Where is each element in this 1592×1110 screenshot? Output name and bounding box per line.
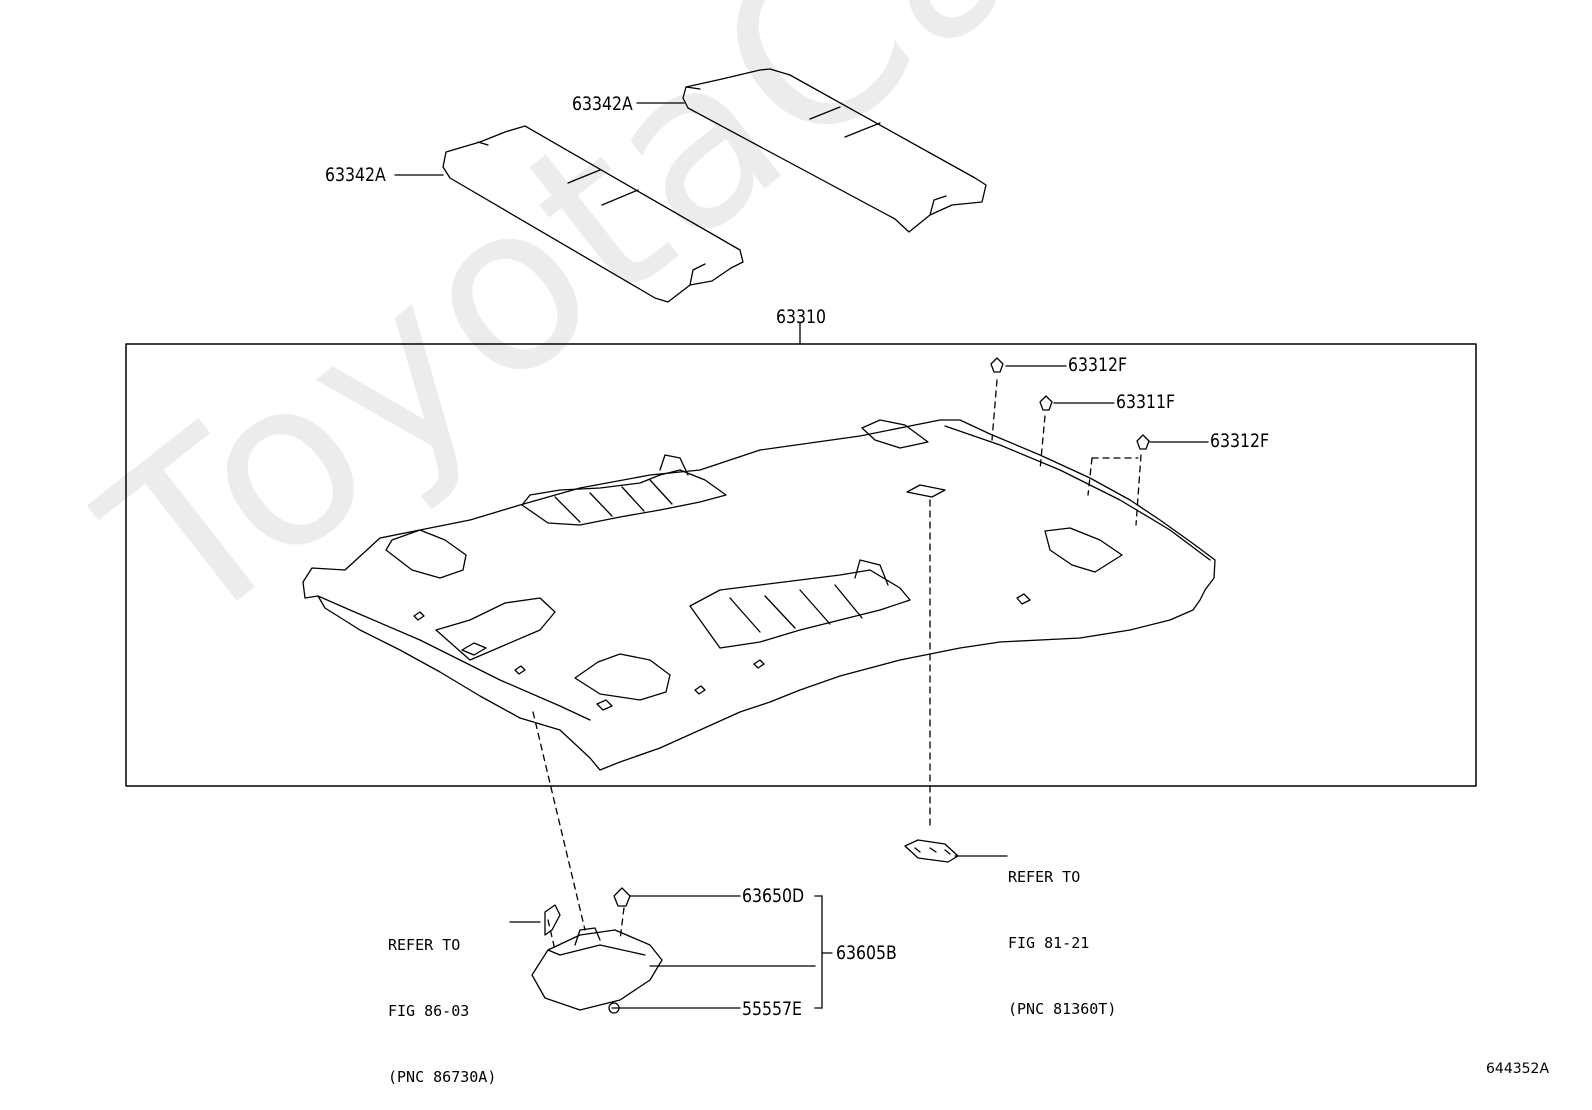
label-lamp-clip: 63650D	[742, 885, 805, 907]
clip-icon	[608, 357, 1150, 1014]
label-clip-c: 63312F	[1210, 430, 1270, 452]
label-lamp-screw: 55557E	[742, 998, 802, 1020]
note-fig-81-line2: FIG 81-21	[1008, 934, 1090, 952]
label-headliner: 63310	[776, 306, 827, 328]
room-lamp	[531, 904, 663, 1011]
headliner-frame	[125, 343, 1477, 787]
figure-id: 644352A	[1486, 1061, 1550, 1077]
note-fig-81-line1: REFER TO	[1008, 868, 1081, 886]
roof-pad-upper	[682, 68, 987, 233]
note-fig-86: REFER TO FIG 86-03 (PNC 86730A)	[388, 890, 496, 1110]
dashed-leaders	[532, 379, 1142, 951]
courtesy-lamp	[904, 839, 959, 863]
note-fig-81: REFER TO FIG 81-21 (PNC 81360T)	[1008, 822, 1116, 1042]
label-roof-pad-lower: 63342A	[325, 164, 386, 186]
leader-lines	[394, 102, 1209, 1009]
label-clip-b: 63311F	[1116, 391, 1176, 413]
note-fig-86-line2: FIG 86-03	[388, 1002, 470, 1020]
label-lamp-assy: 63605B	[836, 942, 897, 964]
headliner	[302, 419, 1216, 771]
label-roof-pad-upper: 63342A	[572, 93, 633, 115]
note-fig-81-line3: (PNC 81360T)	[1008, 1000, 1117, 1018]
label-clip-a: 63312F	[1068, 354, 1128, 376]
roof-pad-lower	[442, 125, 744, 303]
note-fig-86-line3: (PNC 86730A)	[388, 1068, 497, 1086]
note-fig-86-line1: REFER TO	[388, 936, 461, 954]
